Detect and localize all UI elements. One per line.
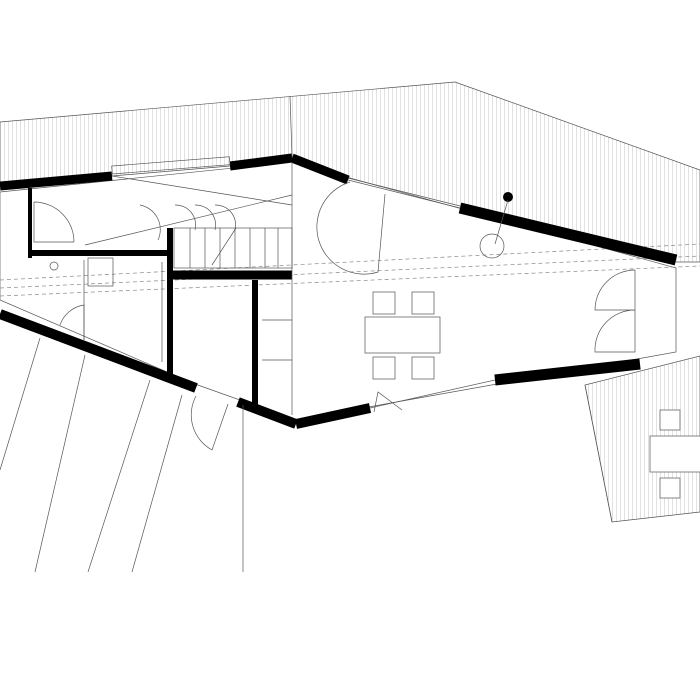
terrace-chair [659,477,681,499]
chair [411,291,435,315]
dining-table [364,316,441,354]
windows [111,156,496,409]
interior-walls [28,188,292,410]
chair [372,291,396,315]
terrace-table [649,435,700,473]
staircase [84,162,293,415]
site-lines [0,337,613,573]
terrace-chair [659,409,681,431]
doors [33,181,636,451]
beam-line [0,265,700,297]
chair [411,356,435,380]
dining-set [364,291,441,380]
building-interior-outline [0,161,677,421]
roof-ridge [289,95,293,157]
beam-line [0,243,700,281]
chair [372,356,396,380]
exterior-walls [0,153,678,429]
